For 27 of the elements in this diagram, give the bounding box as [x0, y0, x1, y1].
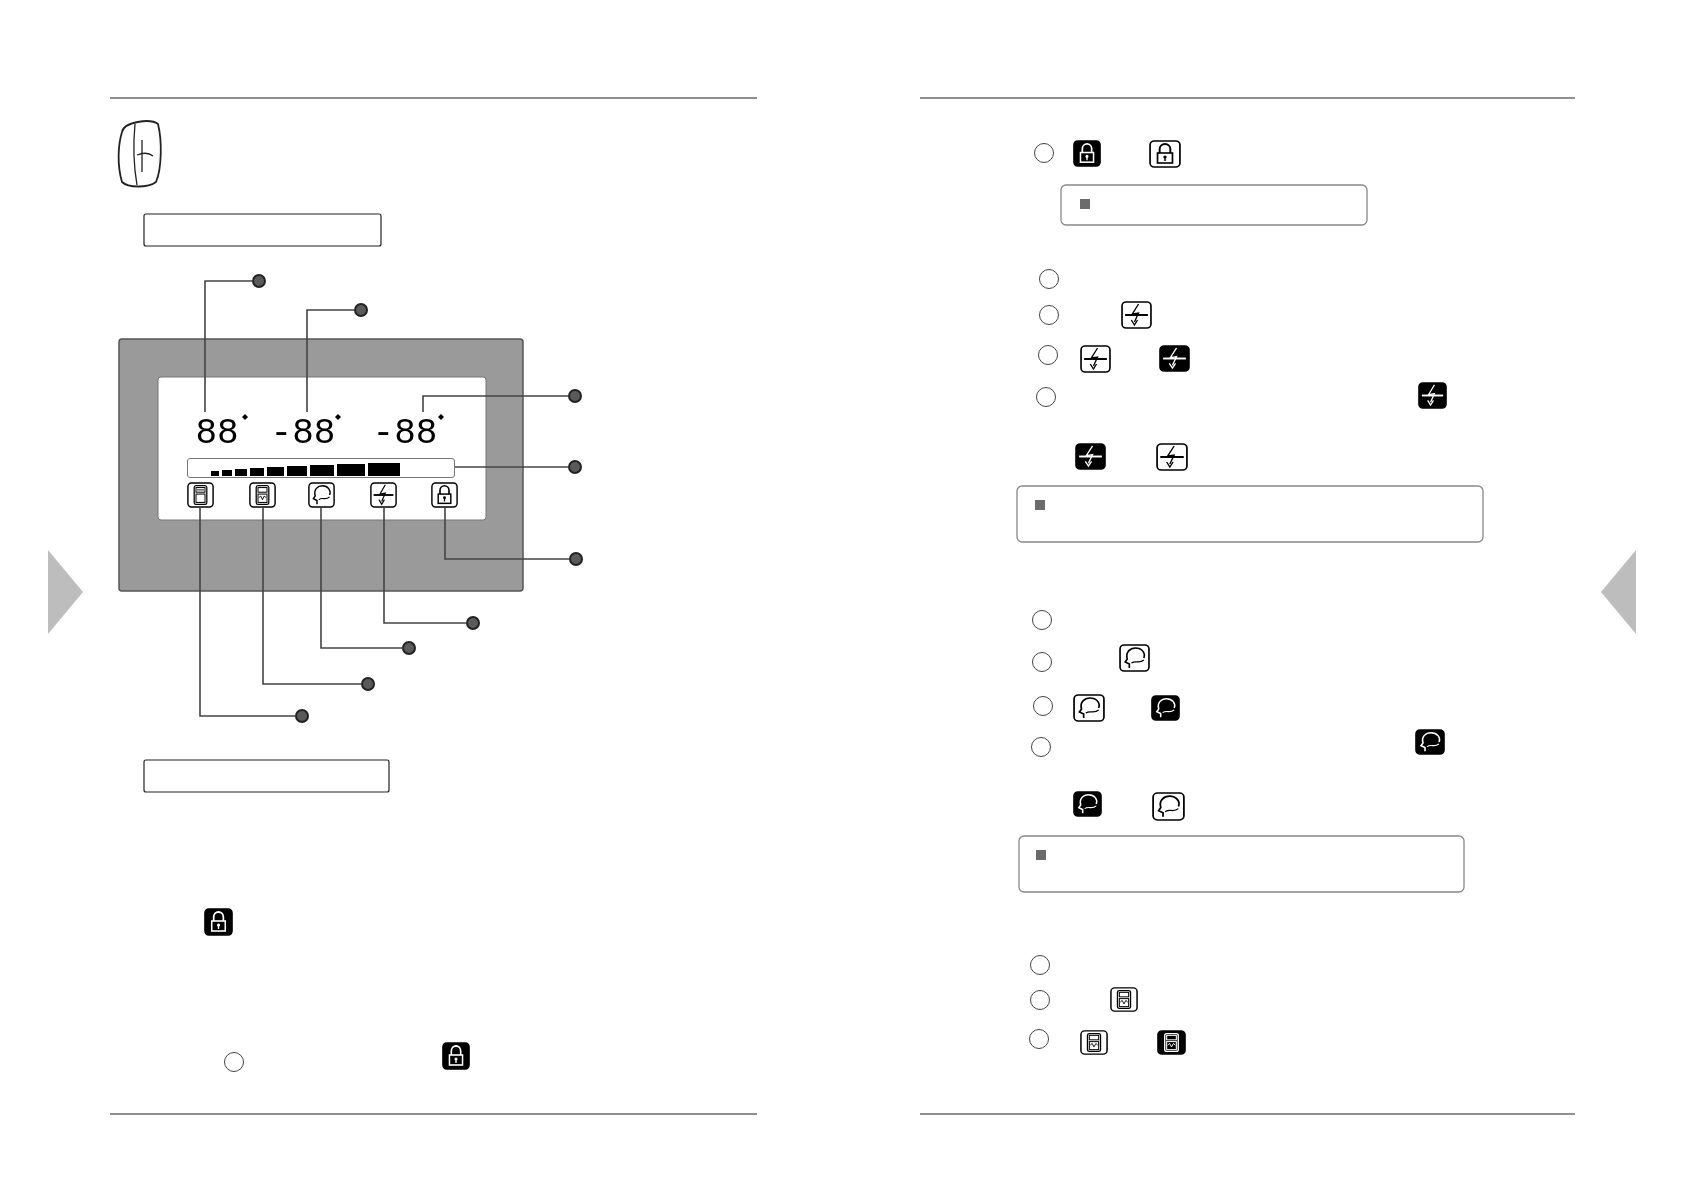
callout-dot: [252, 274, 266, 288]
leader-line: [422, 395, 569, 413]
temperature-readout: -88: [370, 412, 440, 454]
leader-line: [199, 507, 296, 717]
callout-dot: [466, 616, 480, 630]
head-profile-icon: [308, 482, 335, 508]
refrigerator-door-icon: [249, 482, 276, 508]
leader-line: [383, 507, 467, 624]
callout-dot: [402, 641, 416, 655]
leader-line: [454, 466, 569, 468]
leader-line: [204, 280, 253, 413]
bar-graph: [187, 458, 455, 478]
temperature-readout: 88: [190, 412, 244, 454]
lightning-bolt-icon: [370, 482, 397, 508]
leader-line: [320, 507, 403, 649]
leader-line: [444, 507, 570, 560]
lock-icon: [431, 482, 458, 508]
refrigerator-door-icon: [187, 482, 214, 508]
callout-dot: [568, 389, 582, 403]
temperature-readout: -88: [268, 412, 338, 454]
callout-dot: [295, 709, 309, 723]
callout-dot: [569, 552, 583, 566]
callout-dot: [354, 303, 368, 317]
leader-line: [262, 507, 362, 685]
leader-line: [306, 309, 355, 413]
callout-dot: [361, 677, 375, 691]
callout-dot: [568, 460, 582, 474]
